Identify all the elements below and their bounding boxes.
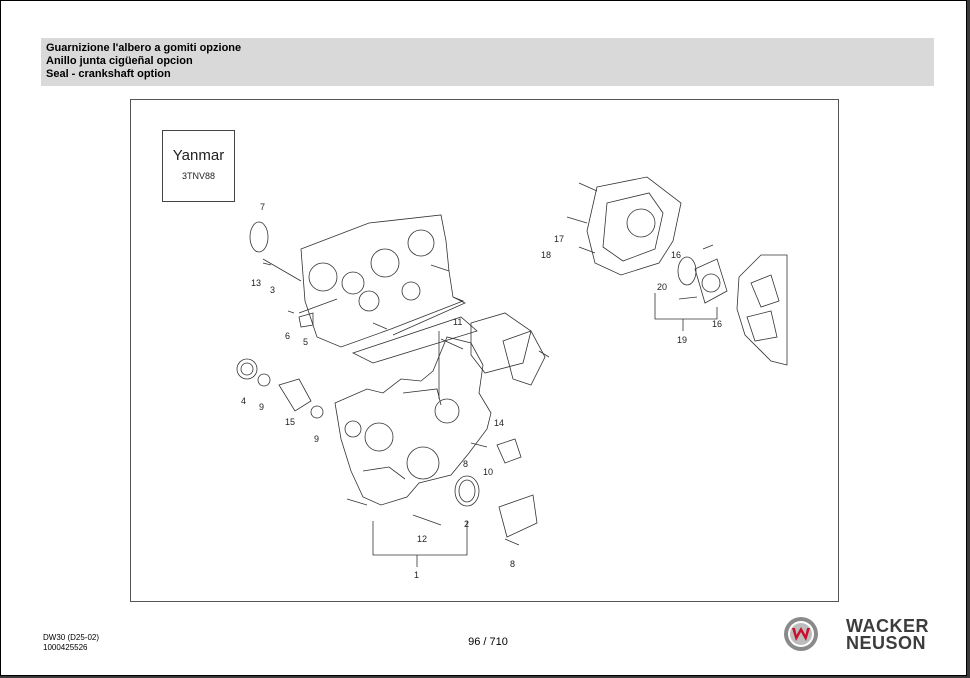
title-english: Seal - crankshaft option [46,68,171,80]
brand-line-1: WACKER [846,616,929,636]
page-number: 96 / 710 [468,636,508,648]
title-italian: Guarnizione l'albero a gomiti opzione [46,42,242,54]
callout-9b: 9 [314,434,319,444]
callout-1: 1 [414,570,419,580]
callout-9a: 9 [259,402,264,412]
callout-13: 13 [251,278,261,288]
callout-16b: 16 [712,319,722,329]
page-header: Guarnizione l'albero a gomiti opzione An… [41,38,934,86]
document-number: 1000425526 [43,643,88,652]
wacker-neuson-w-logo-icon [784,617,818,651]
callout-18: 18 [541,250,551,260]
callout-20: 20 [657,282,667,292]
callout-5: 5 [303,337,308,347]
brand-line-2: NEUSON [846,633,927,653]
title-spanish: Anillo junta cigüeñal opcion [46,55,193,67]
callout-15: 15 [285,417,295,427]
page-shadow-bottom [0,676,970,678]
callout-19: 19 [677,335,687,345]
callout-10: 10 [483,467,493,477]
callout-17: 17 [554,234,564,244]
engine-label-box: Yanmar 3TNV88 [162,130,235,202]
engine-model: 3TNV88 [181,171,216,181]
diagram-frame [130,99,839,602]
callout-7: 7 [260,202,265,212]
callout-14: 14 [494,418,504,428]
callout-8b: 8 [510,559,515,569]
callout-6: 6 [285,331,290,341]
document-info: DW30 (D25-02) 1000425526 [43,633,99,653]
brand-wordmark: WACKER NEUSON [846,616,929,653]
document-code: DW30 (D25-02) [43,633,100,642]
callout-4: 4 [241,396,246,406]
callout-2: 2 [464,519,469,529]
callout-8a: 8 [463,459,468,469]
callout-12: 12 [417,534,427,544]
callout-16a: 16 [671,250,681,260]
callout-11: 11 [453,317,462,327]
callout-3: 3 [270,285,275,295]
page-shadow-right [967,0,970,678]
engine-brand: Yanmar [172,147,225,164]
